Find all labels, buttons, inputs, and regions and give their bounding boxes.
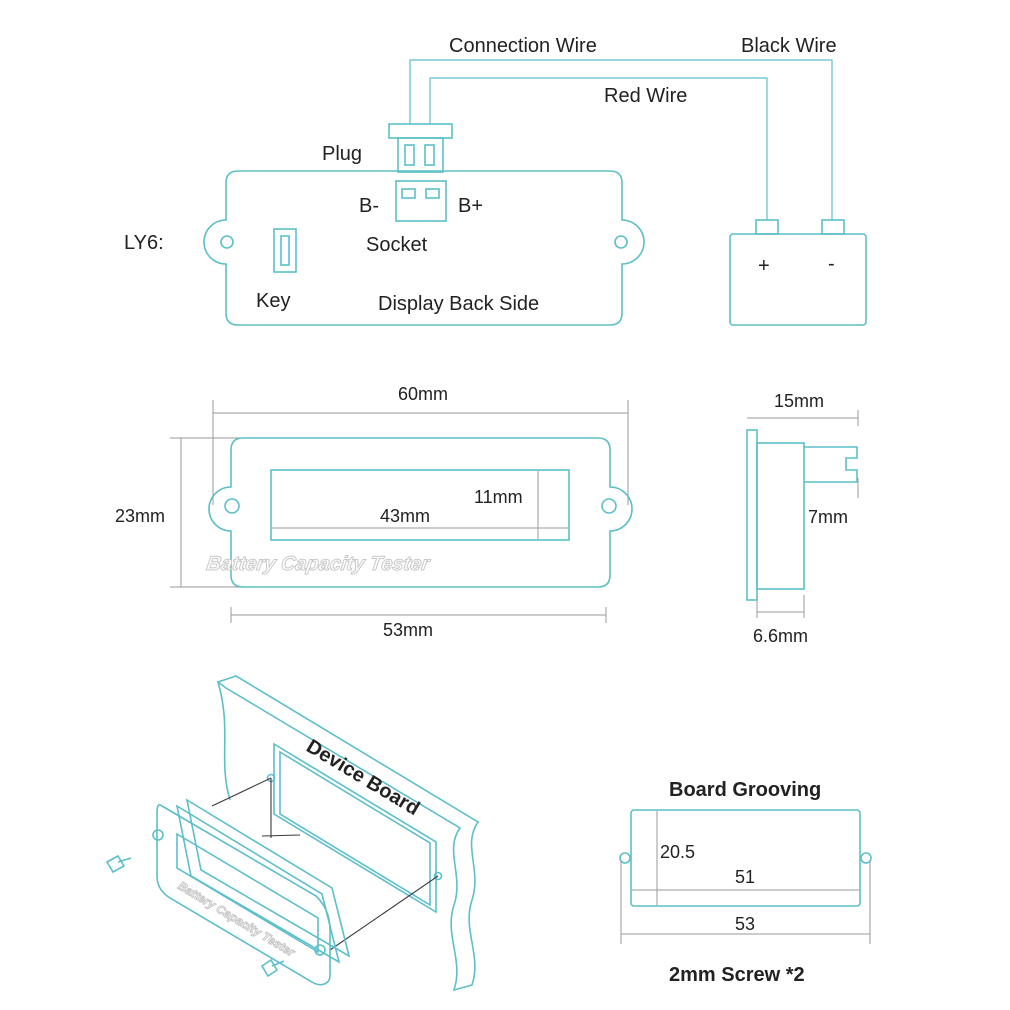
model-label: LY6: [124, 232, 164, 254]
black-wire [409, 59, 833, 220]
dim-body-depth: 6.6mm [753, 626, 808, 646]
wiring-diagram: Connection Wire Black Wire Red Wire Plug… [124, 35, 867, 326]
plug-label: Plug [322, 143, 362, 165]
tester-window [176, 832, 319, 954]
battery-minus-label: - [828, 253, 835, 275]
mount-hole-right [614, 235, 628, 249]
install-view: Battery Capacity Tester Device Board [105, 675, 480, 992]
side-front-plate [746, 429, 758, 601]
guide-lines [211, 777, 439, 951]
display-back-side [203, 170, 645, 326]
key-button [273, 228, 297, 273]
socket-label: Socket [366, 234, 428, 256]
battery [729, 233, 867, 326]
groove-outer-width: 53 [735, 914, 755, 934]
dim-body-width: 53mm [383, 620, 433, 640]
screw-bottom [260, 958, 285, 978]
battery-terminal-plus [755, 219, 779, 235]
board-cutout [273, 742, 437, 914]
dim-pin-length: 7mm [808, 507, 848, 527]
dim-width-overall: 60mm [398, 384, 448, 404]
device-board [216, 675, 480, 992]
front-panel [208, 437, 633, 588]
key-label: Key [256, 290, 290, 312]
groove-height: 20.5 [660, 842, 695, 862]
battery-plus-label: + [758, 255, 770, 277]
dim-height: 23mm [115, 506, 165, 526]
dim-window-width: 43mm [380, 506, 430, 526]
groove-inner-width: 51 [735, 867, 755, 887]
screw-note: 2mm Screw *2 [669, 964, 805, 986]
dim-window-height: 11mm [474, 487, 523, 507]
red-wire-label: Red Wire [604, 85, 687, 107]
b-minus-label: B- [359, 195, 379, 217]
b-plus-label: B+ [458, 195, 483, 217]
plug [388, 123, 453, 139]
front-view: 60mm 23mm 11mm 43mm Battery Capacity Tes… [115, 384, 633, 640]
battery-terminal-minus [821, 219, 845, 235]
groove-cutout [630, 809, 861, 907]
screw-top [105, 854, 132, 874]
dim-depth: 15mm [774, 391, 824, 411]
side-view: 15mm 7mm 6.6mm [746, 391, 859, 646]
grooving-title: Board Grooving [669, 779, 821, 801]
front-face-text: Battery Capacity Tester [205, 553, 432, 575]
socket [395, 180, 447, 222]
board-grooving: Board Grooving 20.5 51 53 2mm Screw *2 [619, 779, 872, 986]
red-wire [429, 77, 768, 220]
tester-module [156, 804, 331, 986]
connection-wire-label: Connection Wire [449, 35, 597, 57]
display-window [270, 469, 570, 541]
display-back-side-label: Display Back Side [378, 293, 539, 315]
side-pin [804, 446, 858, 483]
black-wire-label: Black Wire [741, 35, 837, 57]
side-body [756, 442, 805, 590]
mount-hole-left [220, 235, 234, 249]
